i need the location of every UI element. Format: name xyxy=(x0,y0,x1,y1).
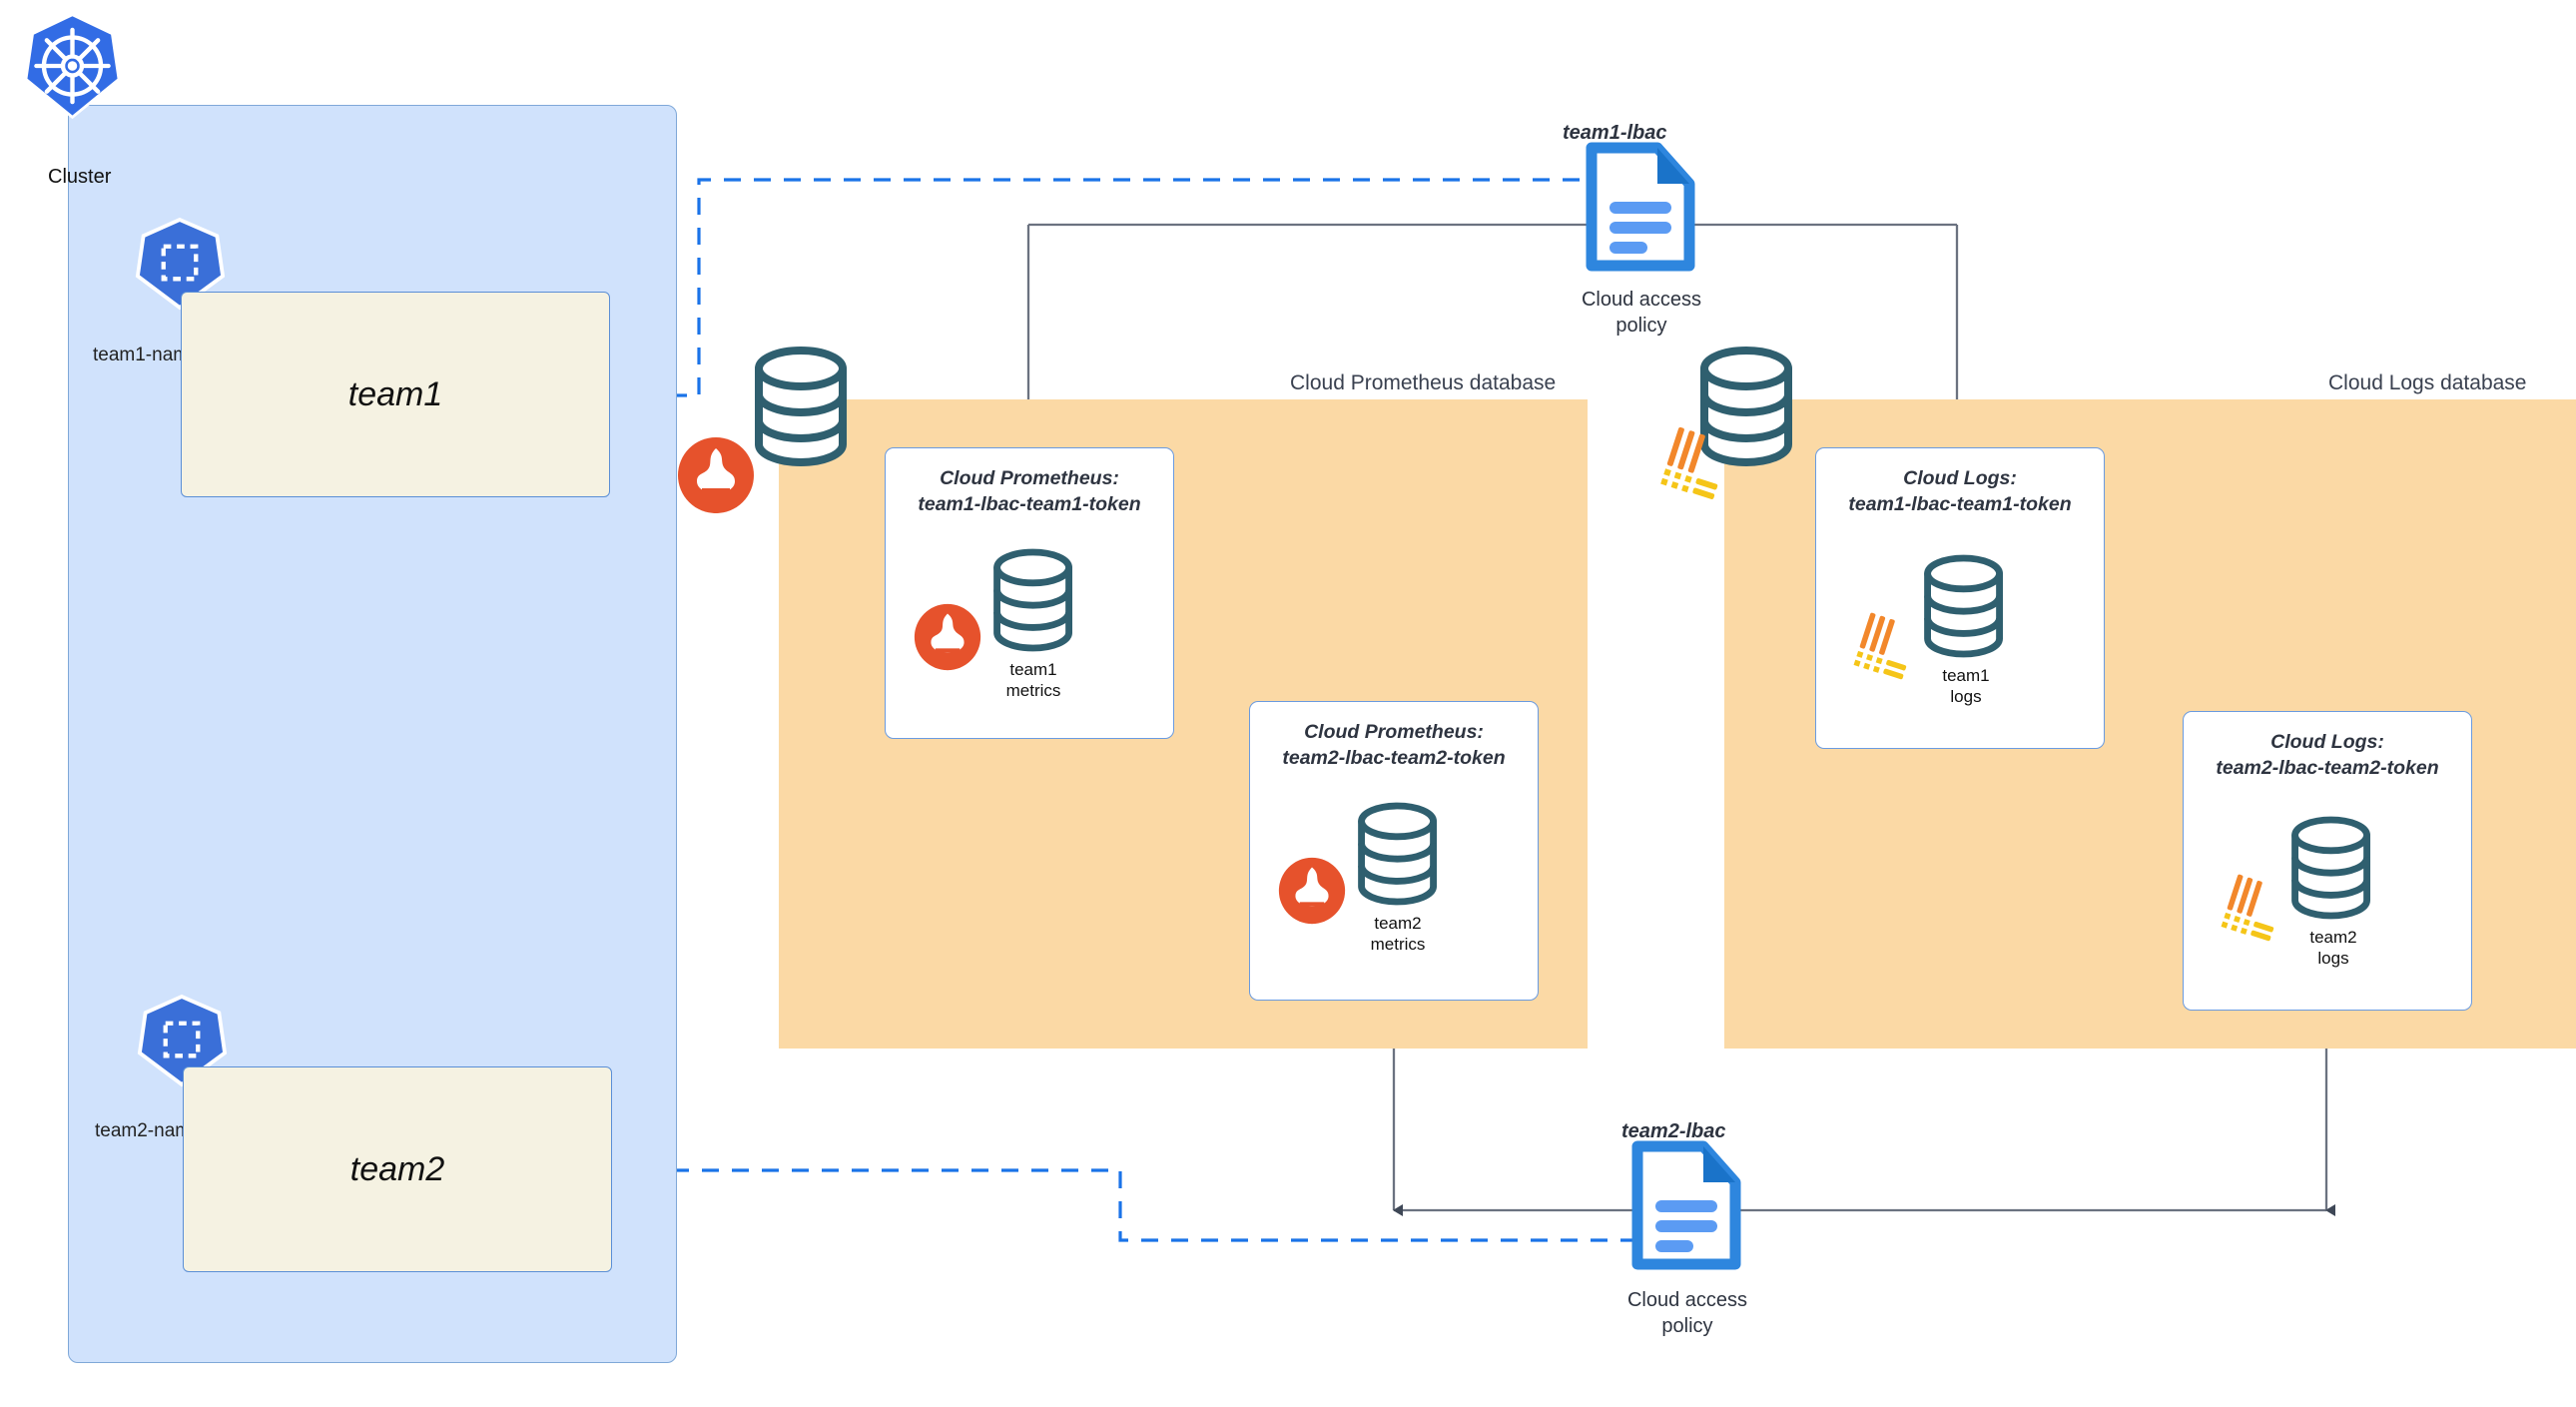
card-title-line2: team1-lbac-team1-token xyxy=(1848,492,2072,515)
policy-caption-line1: Cloud access xyxy=(1581,289,1702,311)
namespace-box-team2: team2 xyxy=(183,1066,612,1272)
datasource-card-cloud-logs-team1[interactable]: Cloud Logs: team1-lbac-team1-token xyxy=(1815,447,2105,749)
policy-name-team2-lbac: team2-lbac xyxy=(1621,1120,1726,1142)
database-cylinder-icon xyxy=(1919,554,2009,658)
namespace-box-label-team2: team2 xyxy=(349,1149,445,1188)
namespace-box-team1: team1 xyxy=(181,292,610,497)
datasource-card-cloud-logs-team2[interactable]: Cloud Logs: team2-lbac-team2-token xyxy=(2183,711,2472,1011)
card-title-line1: Cloud Logs: xyxy=(1903,467,2017,489)
loki-icon xyxy=(1652,424,1730,502)
card-caption-line2: metrics xyxy=(1370,934,1426,954)
card-caption-line2: logs xyxy=(2317,948,2349,968)
prometheus-icon xyxy=(1278,857,1346,925)
prometheus-icon xyxy=(914,603,981,671)
policy-name-team1-lbac: team1-lbac xyxy=(1563,122,1667,144)
namespace-box-label-team1: team1 xyxy=(347,374,443,413)
cloud-prometheus-database-title: Cloud Prometheus database xyxy=(1290,371,1557,394)
cluster-label: Cluster xyxy=(48,166,112,188)
database-cylinder-icon xyxy=(749,347,854,466)
policy-caption-team1-lbac: Cloud access policy xyxy=(1556,288,1727,339)
link-team2-to-team2lbac xyxy=(612,1168,1647,1242)
card-title-line2: team1-lbac-team1-token xyxy=(918,492,1141,515)
database-cylinder-icon xyxy=(2286,816,2376,920)
loki-icon xyxy=(2214,872,2285,944)
card-title-line2: team2-lbac-team2-token xyxy=(2216,756,2439,779)
card-title-line2: team2-lbac-team2-token xyxy=(1282,746,1506,769)
policy-caption-team2-lbac: Cloud access policy xyxy=(1602,1288,1773,1339)
kubernetes-logo-icon xyxy=(24,12,121,120)
card-caption-line2: metrics xyxy=(1005,680,1061,700)
database-cylinder-icon xyxy=(1353,802,1443,906)
document-policy-icon[interactable] xyxy=(1586,142,1695,272)
policy-caption-line1: Cloud access xyxy=(1626,1289,1748,1311)
prometheus-icon xyxy=(677,436,755,514)
datasource-card-cloud-prometheus-team1[interactable]: Cloud Prometheus: team1-lbac-team1-token xyxy=(885,447,1174,739)
card-caption-line1: team1 xyxy=(1009,660,1057,679)
card-caption-line1: team1 xyxy=(1942,666,1990,685)
card-title-line1: Cloud Prometheus: xyxy=(940,467,1119,489)
kubernetes-namespace-icon xyxy=(135,217,226,311)
card-caption-line2: logs xyxy=(1950,686,1982,706)
card-caption-line1: team2 xyxy=(2309,928,2357,947)
card-title-line1: Cloud Prometheus: xyxy=(1304,721,1484,743)
database-cylinder-icon xyxy=(1694,347,1799,466)
database-cylinder-icon xyxy=(988,548,1078,652)
datasource-card-cloud-prometheus-team2[interactable]: Cloud Prometheus: team2-lbac-team2-token xyxy=(1249,701,1539,1001)
card-caption-line1: team2 xyxy=(1374,914,1422,933)
policy-caption-line2: policy xyxy=(1661,1314,1713,1337)
loki-icon xyxy=(1846,610,1918,682)
card-title-line1: Cloud Logs: xyxy=(2270,731,2384,753)
cloud-logs-database-title: Cloud Logs database xyxy=(2328,371,2527,394)
kubernetes-namespace-icon xyxy=(137,994,228,1087)
document-policy-icon[interactable] xyxy=(1631,1140,1741,1270)
policy-caption-line2: policy xyxy=(1615,314,1667,337)
